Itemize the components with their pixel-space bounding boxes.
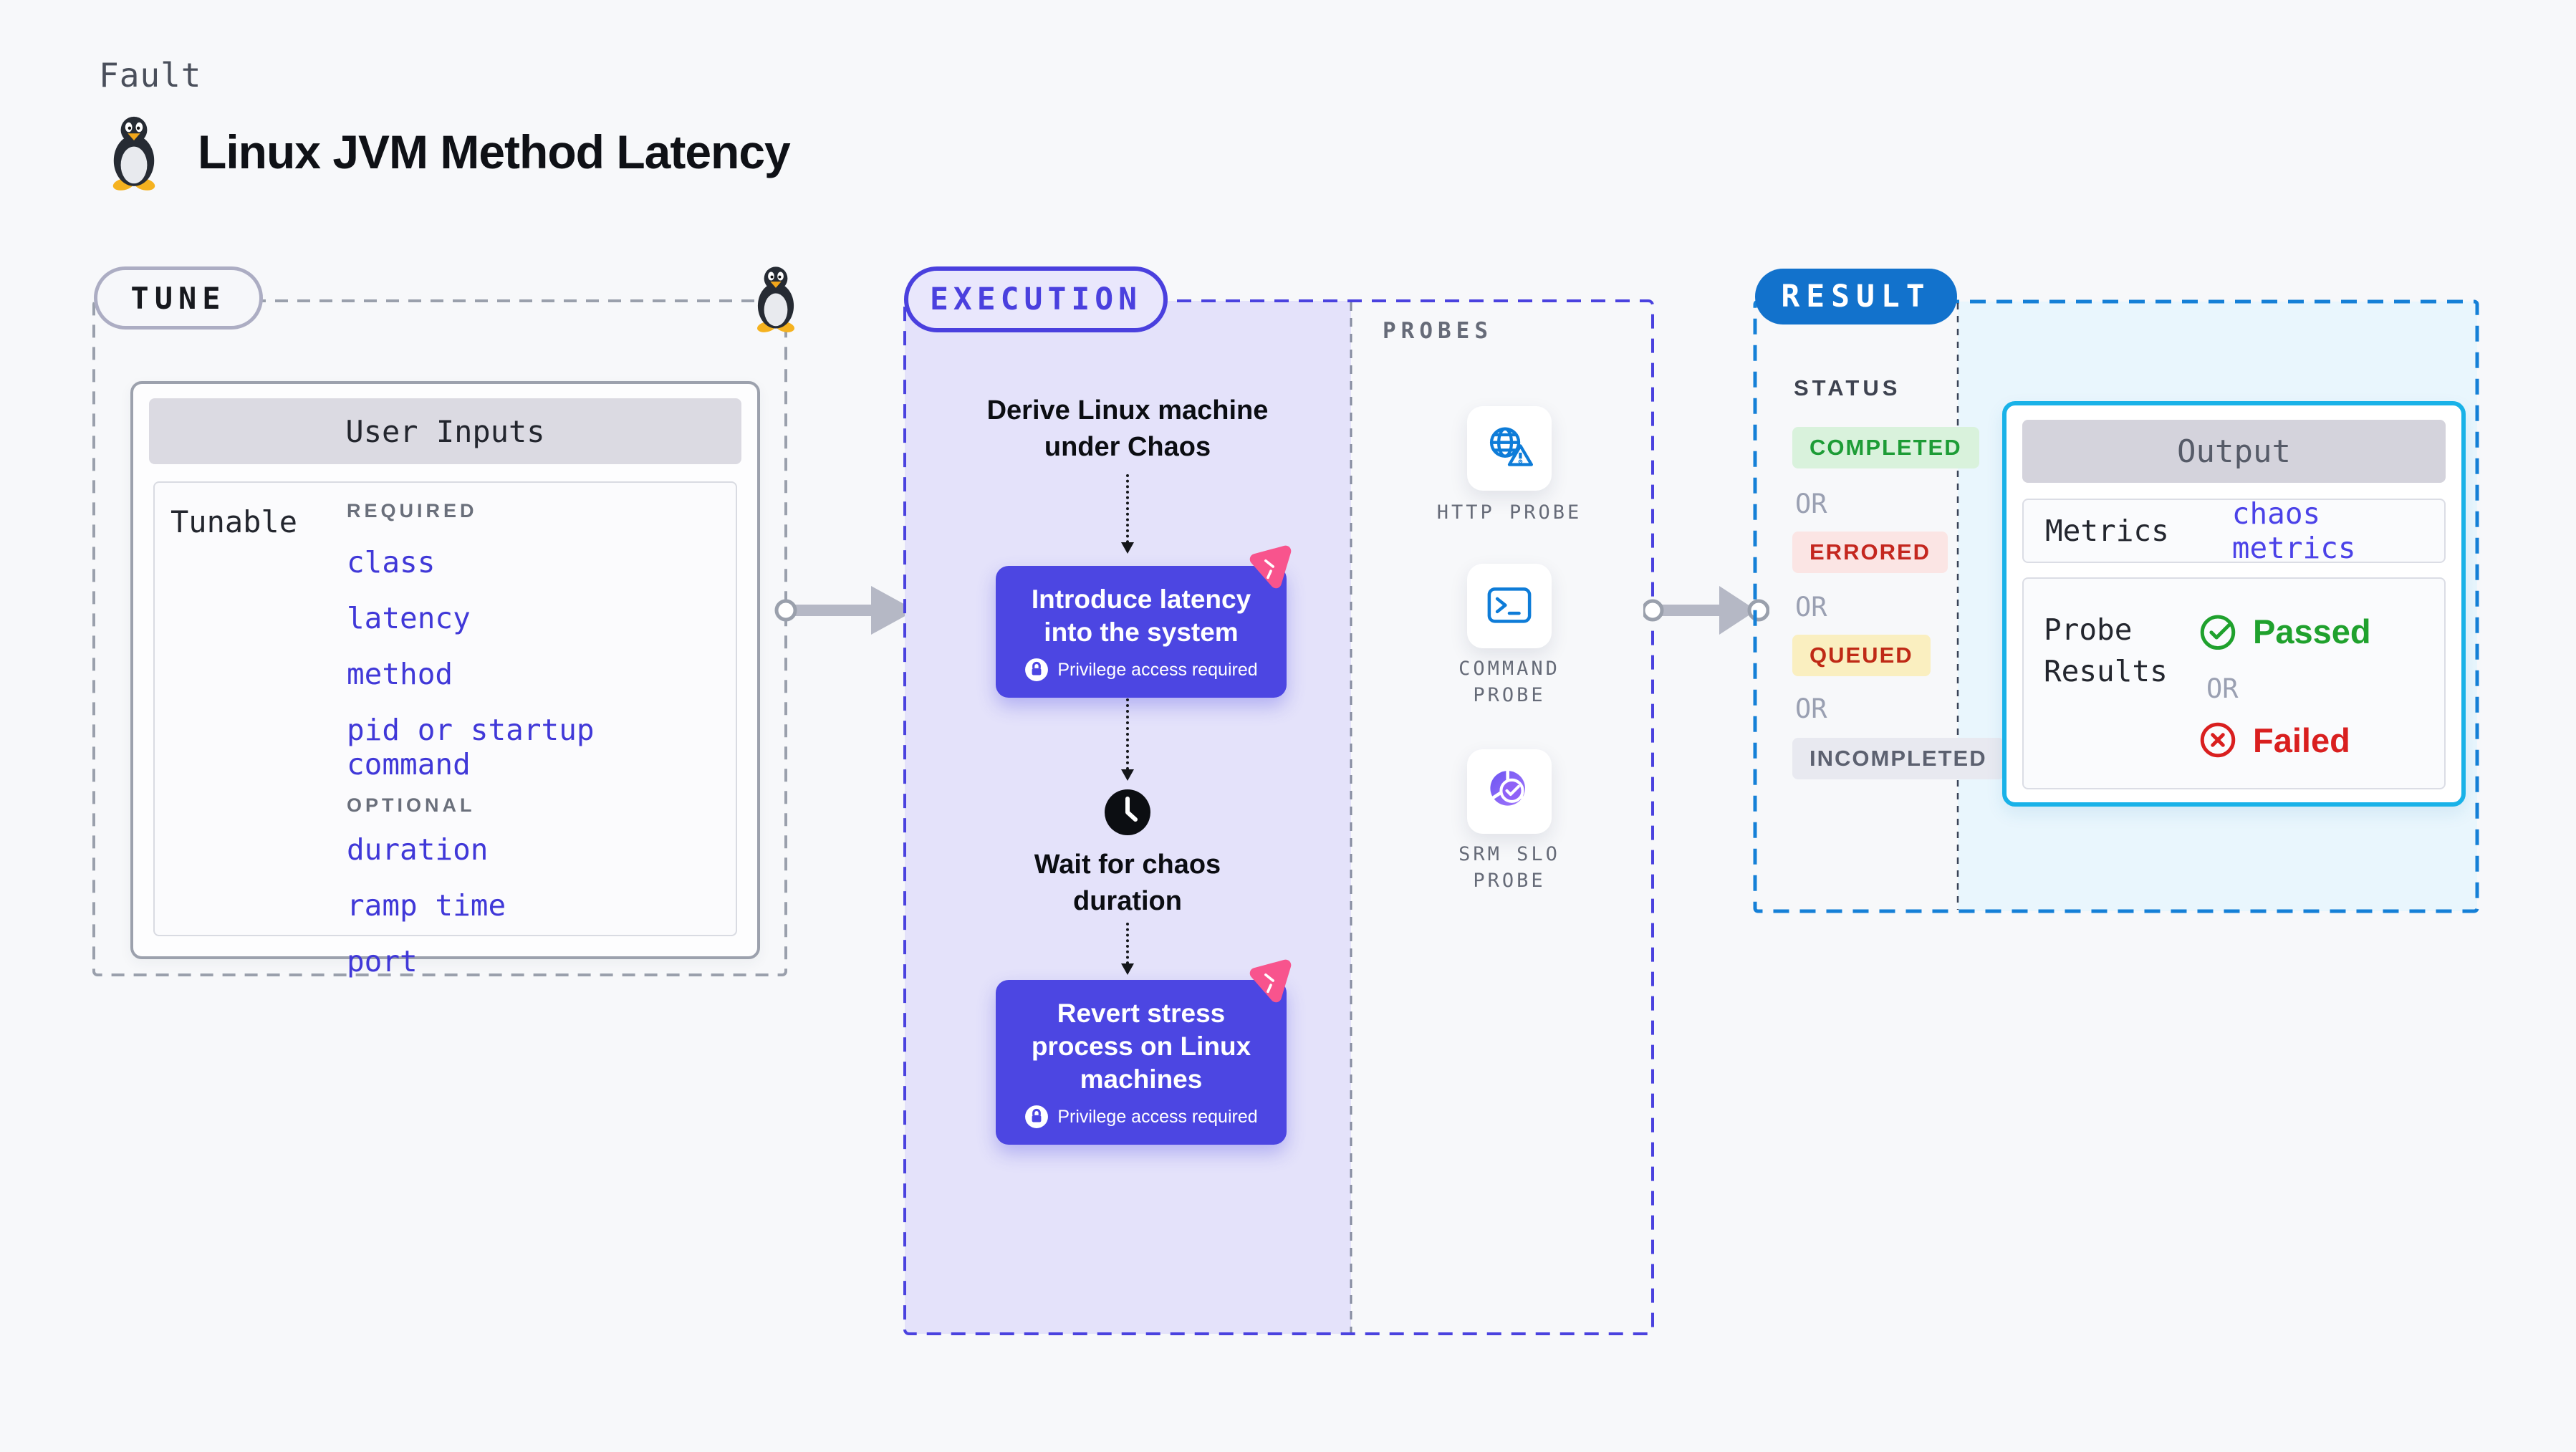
dotted-arrow-2 [1121,698,1134,781]
command-probe-card [1467,564,1552,648]
tunable-item-port: port [347,944,418,979]
tunable-item-duration: duration [347,832,489,867]
lock-icon [1024,658,1049,682]
probe-results-row: Probe Results Passed OR F [2022,577,2446,789]
tunable-item-latency: latency [347,601,471,635]
privilege-text: Privilege access required [1057,659,1258,680]
command-probe-label: COMMAND PROBE [1458,658,1560,706]
execution-pill-label: EXECUTION [930,282,1142,317]
output-card: Output Metrics chaos metrics Probe Resul… [2002,401,2466,807]
page-title: Linux JVM Method Latency [198,125,791,178]
privilege-text: Privilege access required [1057,1106,1258,1127]
tux-penguin-icon [105,113,163,191]
tunable-row-label: Tunable [170,504,298,539]
http-probe-card [1467,406,1552,491]
slo-check-icon [1483,765,1536,818]
chaos-pink-icon [1244,956,1297,1009]
status-badge-incompleted: INCOMPLETED [1792,738,2004,779]
passed-label: Passed [2253,612,2371,650]
revert-stress-title: Revert stress process on Linux machines [1031,999,1251,1094]
wait-step-text: Wait for chaos duration [1034,850,1221,916]
probe-results-label: Probe Results [2044,612,2168,688]
dotted-arrow-3 [1121,923,1134,975]
tunables-table: Tunable REQUIRED class latency method pi… [153,481,737,979]
failed-label: Failed [2253,721,2350,759]
execution-pill: EXECUTION [904,266,1168,332]
lock-icon [1024,1105,1049,1129]
tune-pill: TUNE [94,266,263,330]
srm-slo-probe-card [1467,749,1552,834]
chaos-pink-icon [1244,542,1297,595]
terminal-icon [1484,580,1535,632]
tunable-item-ramp-time: ramp time [347,888,506,923]
derive-step-text: Derive Linux machine under Chaos [986,395,1269,462]
user-inputs-card: User Inputs Tunable REQUIRED class laten… [130,381,760,979]
tunables-list: REQUIRED class latency method pid or sta… [347,500,736,1000]
status-column-label: STATUS [1794,375,1901,400]
tunable-item-class: class [347,545,436,580]
clock-icon [1103,788,1152,837]
tunable-item-pid: pid or startup command [347,713,595,782]
privilege-row: Privilege access required [1006,658,1277,682]
globe-alert-icon [1482,421,1537,476]
status-badge-completed: COMPLETED [1792,427,1979,468]
tunable-item-method: method [347,657,453,691]
metrics-label: Metrics [2045,514,2169,548]
status-badge-errored: ERRORED [1792,532,1948,573]
check-circle-icon [2197,610,2239,652]
user-inputs-header: User Inputs [149,398,741,464]
execution-to-result-connector [1643,586,1769,635]
tune-pill-label: TUNE [130,280,226,316]
metrics-value-link: chaos metrics [2231,496,2356,565]
output-header: Output [2022,420,2446,483]
srm-slo-probe-label: SRM SLO PROBE [1458,843,1560,892]
or-separator: OR [1795,693,1827,724]
or-separator: OR [2206,673,2239,704]
dotted-arrow-1 [1121,474,1134,554]
revert-stress-node: Revert stress process on Linux machines … [996,959,1292,1145]
probes-section-label: PROBES [1383,318,1493,344]
required-label: REQUIRED [347,500,478,521]
passed-verdict: Passed [2197,610,2371,652]
title-row: Linux JVM Method Latency [105,113,791,191]
introduce-latency-node: Introduce latency into the system Privil… [996,545,1292,698]
or-separator: OR [1795,592,1827,622]
or-separator: OR [1795,489,1827,519]
http-probe-label: HTTP PROBE [1436,501,1582,524]
result-pill-label: RESULT [1781,279,1931,314]
result-pill: RESULT [1755,269,1957,324]
failed-verdict: Failed [2197,719,2350,761]
metrics-row: Metrics chaos metrics [2022,496,2446,565]
status-badge-queued: QUEUED [1792,635,1931,676]
tux-penguin-small-icon [751,264,801,332]
x-circle-icon [2197,719,2239,761]
introduce-latency-title: Introduce latency into the system [1031,585,1251,647]
fault-kicker: Fault [99,56,202,95]
optional-label: OPTIONAL [347,794,476,816]
privilege-row: Privilege access required [1006,1105,1277,1129]
